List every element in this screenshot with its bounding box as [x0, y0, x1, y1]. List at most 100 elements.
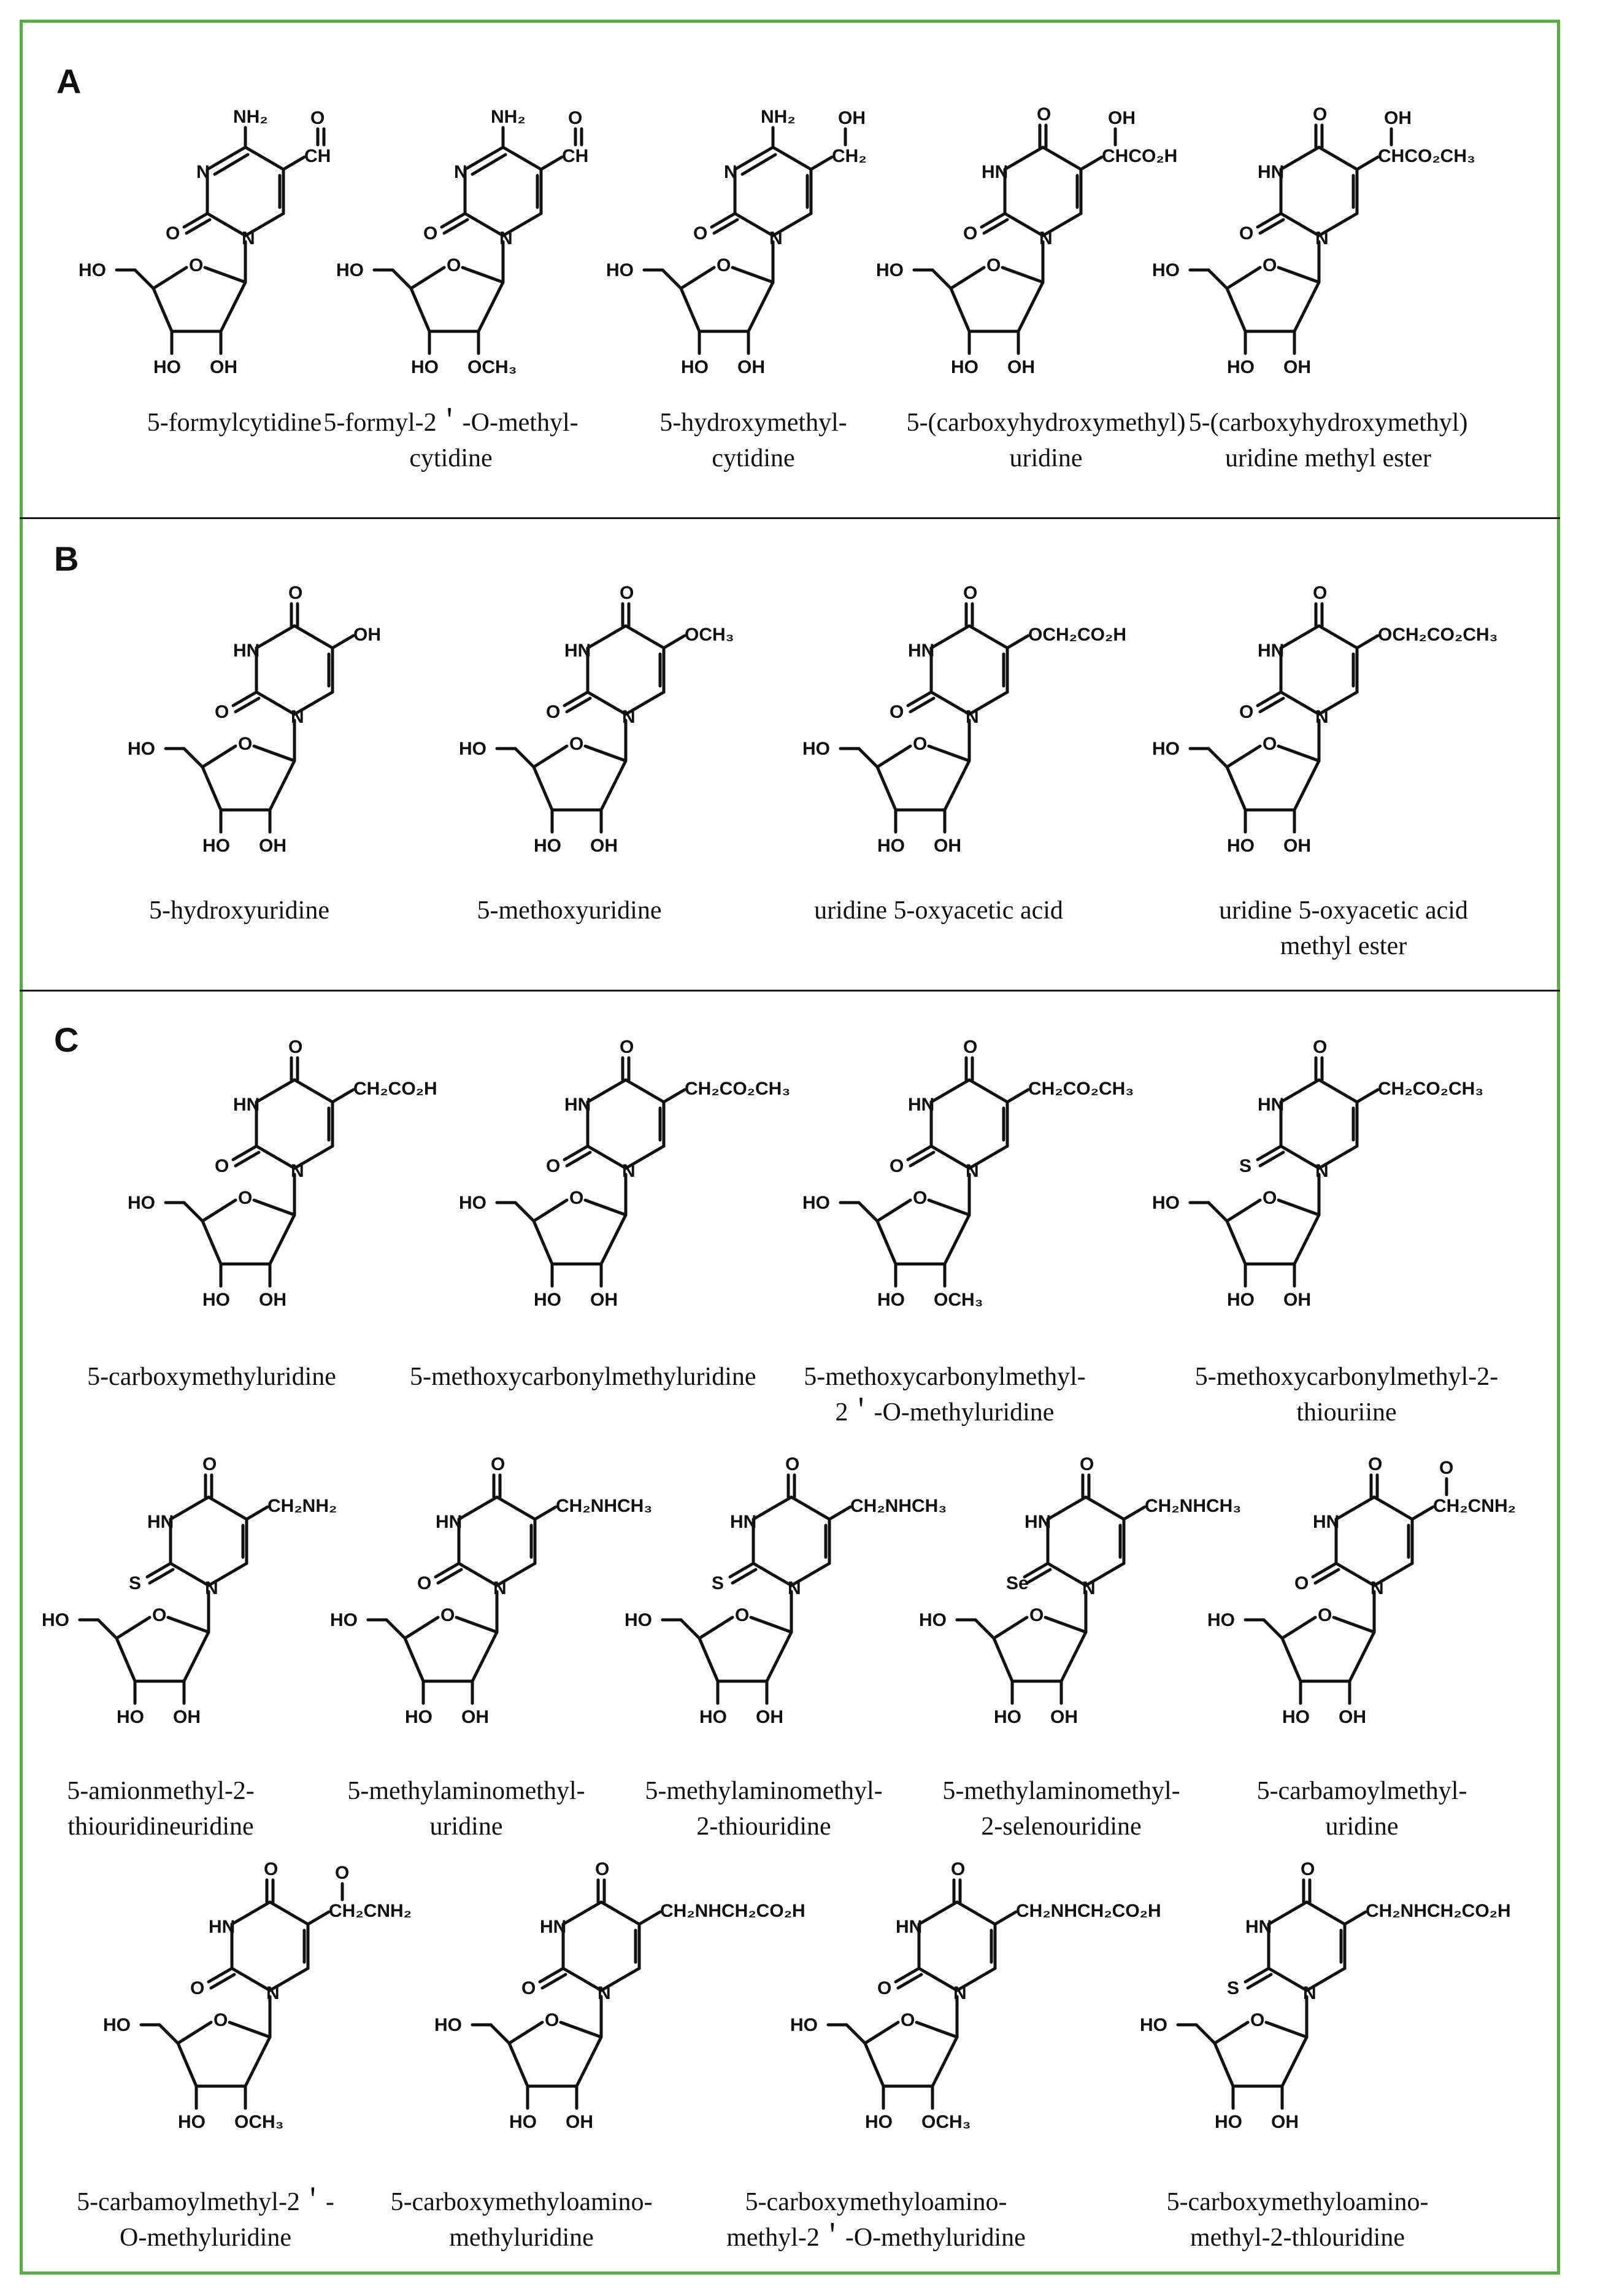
sugar-5-oh-label: HO — [606, 260, 634, 280]
ring-n3-label: HN — [233, 641, 259, 661]
sugar-2-substituent-label: OH — [259, 836, 286, 856]
bond-line — [245, 1505, 269, 1521]
bond-line — [207, 1495, 248, 1521]
ring-n1-label: N — [953, 1983, 967, 2003]
compound-name-line: uridine methyl ester — [1225, 444, 1431, 472]
bond-line — [790, 1495, 831, 1521]
c5-substituent-top-label: O — [1439, 1458, 1453, 1478]
bond-line — [809, 155, 834, 171]
bond-line — [1264, 2021, 1309, 2039]
c5-substituent-label: CHCO₂H — [1102, 146, 1177, 166]
bond-line — [1079, 155, 1104, 171]
bond-line — [733, 212, 775, 237]
bond-line — [1207, 268, 1229, 290]
sugar-2-substituent-label: OH — [1050, 1707, 1078, 1727]
bond-line — [513, 747, 536, 769]
sugar-o4-label: O — [1263, 734, 1277, 754]
compound-name-line: 5-carboxymethyloamino- — [745, 2188, 1007, 2216]
sugar-o4-label: O — [986, 255, 1001, 275]
c5-substituent-label: CH₂NHCH₂CO₂H — [1016, 1901, 1161, 1921]
compound-name: 5-methoxyuridine — [410, 893, 729, 928]
bond-line — [152, 266, 188, 290]
sugar-3-oh-label: HO — [877, 836, 905, 856]
bond-line — [1046, 1495, 1088, 1521]
bond-line — [662, 634, 686, 650]
bond-line — [1267, 1967, 1309, 1992]
bond-line — [1332, 1616, 1376, 1634]
bond-line — [206, 145, 247, 171]
bond-line — [931, 268, 953, 290]
c5-substituent-label: CH — [562, 146, 588, 166]
bond-line — [974, 1618, 996, 1640]
compound-name-line: uridine 5-oxyacetic acid — [1219, 896, 1468, 925]
bond-line — [532, 1198, 569, 1223]
compound-name-line: 5-methoxyuridine — [477, 896, 662, 925]
bond-line — [230, 1900, 272, 1926]
c5-substituent-label: CH₂CO₂CH₃ — [1378, 1079, 1483, 1099]
bond-line — [409, 287, 431, 333]
bond-line — [949, 287, 971, 333]
bond-line — [949, 266, 986, 290]
compound-name-line: 5-hydroxymethyl- — [659, 409, 847, 437]
c4-oxo-label: O — [1037, 104, 1051, 125]
bond-line — [331, 634, 355, 650]
compound-name: 5-methylaminomethyl-2-thiouridine — [604, 1773, 923, 1844]
bond-line — [1280, 2035, 1309, 2088]
sugar-o4-label: O — [545, 2010, 559, 2030]
bond-line — [1355, 155, 1380, 171]
sugar-5-oh-label: HO — [103, 2015, 131, 2035]
bond-line — [244, 2035, 272, 2088]
compound-name: 5-carbamoylmethyl-uridine — [1202, 1773, 1521, 1844]
bond-line — [1046, 1562, 1088, 1587]
sugar-2-substituent-label: OH — [566, 2112, 593, 2132]
sugar-2-substituent-label: OH — [590, 836, 618, 856]
ring-n1-label: N — [291, 707, 304, 727]
compound-name: 5-carbamoylmethyl-2＇-O-methyluridine — [46, 2184, 365, 2256]
compound-name-line: 5-formylcytidine — [147, 409, 322, 437]
bond-line — [1023, 1562, 1050, 1579]
sugar-o4-label: O — [1250, 2010, 1264, 2030]
bond-line — [255, 624, 296, 650]
bond-line — [1293, 759, 1321, 812]
bond-line — [252, 1198, 296, 1217]
bond-line — [1041, 145, 1083, 171]
c4-oxo-label: O — [785, 1454, 799, 1474]
bond-line — [1225, 266, 1262, 290]
bond-line — [1343, 1910, 1367, 1926]
bond-line — [698, 1636, 720, 1683]
bond-line — [1277, 744, 1321, 763]
bond-line — [1305, 1900, 1347, 1926]
amino-label: NH₂ — [491, 107, 526, 127]
bond-line — [1059, 1630, 1088, 1683]
c5-substituent-top-label: O — [568, 108, 582, 128]
bond-line — [182, 747, 204, 769]
bond-line — [1005, 634, 1030, 650]
bond-line — [176, 2041, 198, 2088]
compound-name: 5-methoxycarbonylmethyl-2-thiouriine — [1187, 1359, 1506, 1430]
compound-name: 5-methylaminomethyl-2-selenouridine — [902, 1773, 1221, 1844]
bond-line — [1256, 1144, 1283, 1161]
bond-line — [1293, 280, 1321, 333]
sugar-3-oh-label: HO — [411, 357, 439, 377]
bond-line — [1003, 212, 1045, 237]
bond-line — [863, 2041, 885, 2088]
sugar-o4-label: O — [1263, 255, 1277, 275]
compound-name-line: 5-formyl-2＇-O-methyl- — [323, 409, 579, 437]
ring-n3-label: HN — [896, 1917, 922, 1937]
sugar-5-oh-label: HO — [802, 739, 830, 759]
bond-line — [993, 1910, 1018, 1926]
c4-oxo-label: O — [202, 1454, 217, 1474]
compound-name-line: 5-methoxycarbonylmethyl- — [804, 1363, 1086, 1391]
c5-substituent-label: OCH₂CO₂H — [1028, 625, 1126, 645]
sugar-5-oh-label: HO — [1207, 1610, 1235, 1630]
c5-substituent-label: OCH₂CO₂CH₃ — [1378, 625, 1498, 645]
bond-line — [228, 2021, 272, 2039]
compound-name-line: thiouridineuridine — [67, 1813, 254, 1841]
c4-oxo-label: O — [288, 1037, 302, 1057]
compound-name-line: 2-selenouridine — [981, 1813, 1142, 1841]
c4-oxo-label: O — [1368, 1454, 1382, 1474]
bond-line — [583, 744, 628, 763]
